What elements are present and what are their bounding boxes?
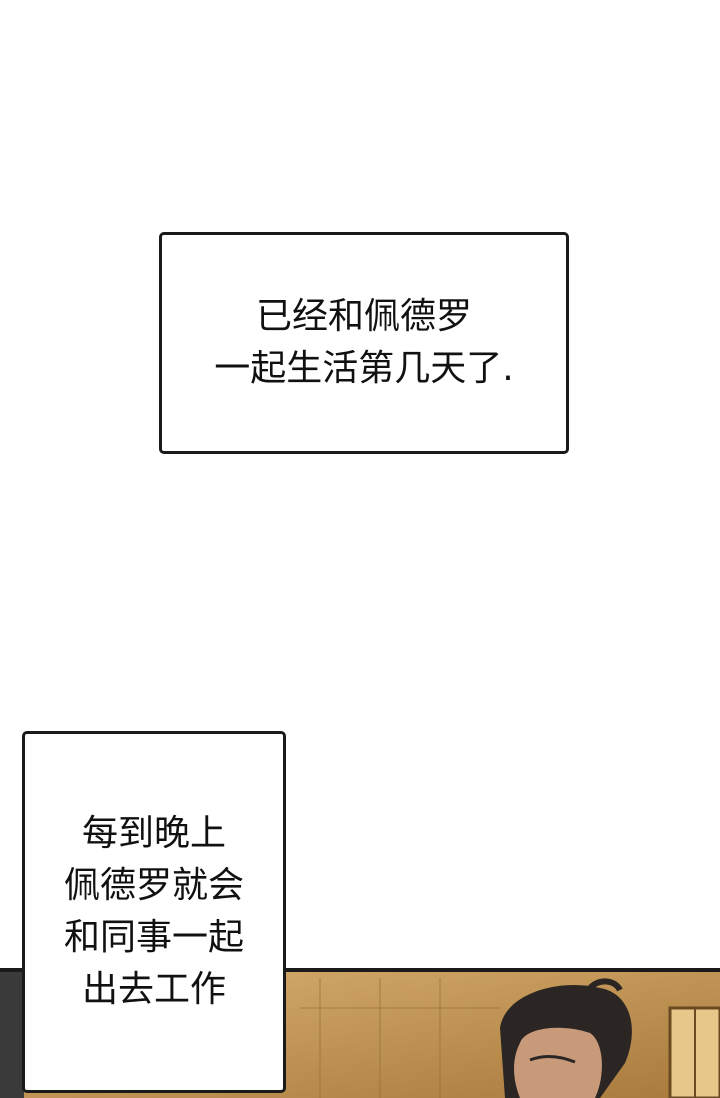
left-figure [0,972,24,1098]
man-figure [500,978,632,1098]
window-detail [668,1006,720,1098]
narration-box-left: 每到晚上 佩德罗就会 和同事一起 出去工作 [22,731,286,1093]
narration-line: 出去工作 [81,969,226,1010]
narration-line: 和同事一起 [63,917,244,958]
narration-line: 一起生活第几天了. [214,348,514,389]
narration-line: 每到晚上 [81,813,226,854]
narration-line: 已经和佩德罗 [255,296,472,337]
narration-box-top: 已经和佩德罗 一起生活第几天了. [159,232,569,454]
narration-line: 佩德罗就会 [63,865,244,906]
panel-top-border [0,968,720,972]
wall-texture [300,978,500,1098]
